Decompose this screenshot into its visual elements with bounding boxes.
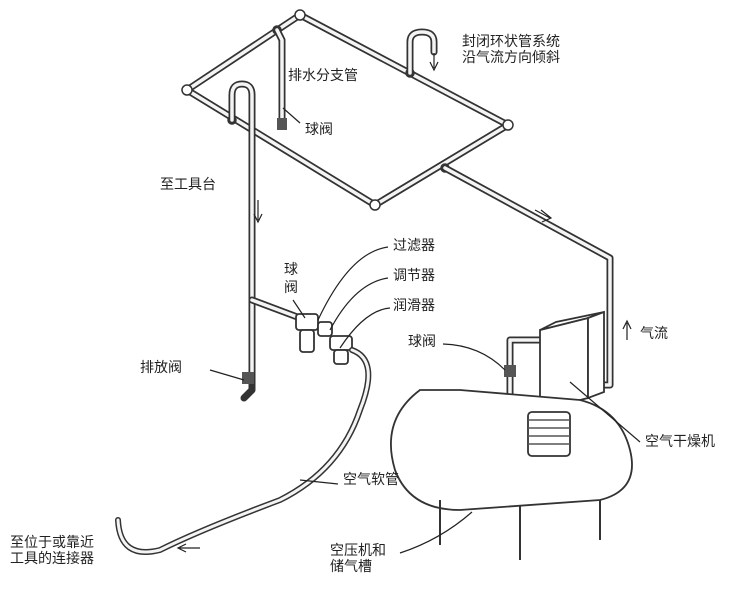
label-closed-loop: 封闭环状管系统 沿气流方向倾斜 [462,34,560,67]
top-right-gooseneck [406,28,438,77]
label-ball-valve-top: 球阀 [305,122,333,138]
label-lubricator: 润滑器 [393,298,435,314]
label-airflow: 气流 [640,326,668,342]
label-ball-valve-vertical: 球阀 [284,262,298,296]
label-drain-valve: 排放阀 [140,360,182,376]
air-hose [115,347,372,555]
drain-valve-shape [240,372,256,402]
label-filter: 过滤器 [393,238,435,254]
label-regulator: 调节器 [393,268,435,284]
leader-lines [209,107,641,554]
compressor-motor [527,411,571,457]
label-air-hose: 空气软管 [343,472,399,488]
label-to-tool-connector: 至位于或靠近 工具的连接器 [10,535,94,568]
label-compressor-tank: 空压机和 储气槽 [330,543,386,576]
compressor-tank [390,389,633,560]
dryer-tank-pipe [504,336,544,404]
air-dryer-box [539,310,605,412]
flow-arrows [176,53,632,553]
label-ball-valve-right: 球阀 [408,334,436,350]
frl-unit [295,313,353,365]
frl-branch-pipe [248,296,304,322]
bench-drop-pipe [228,80,256,389]
label-air-dryer: 空气干燥机 [645,434,715,450]
label-drain-branch: 排水分支管 [288,68,358,84]
drain-branch-pipe [273,26,287,130]
label-to-bench: 至工具台 [160,177,216,193]
